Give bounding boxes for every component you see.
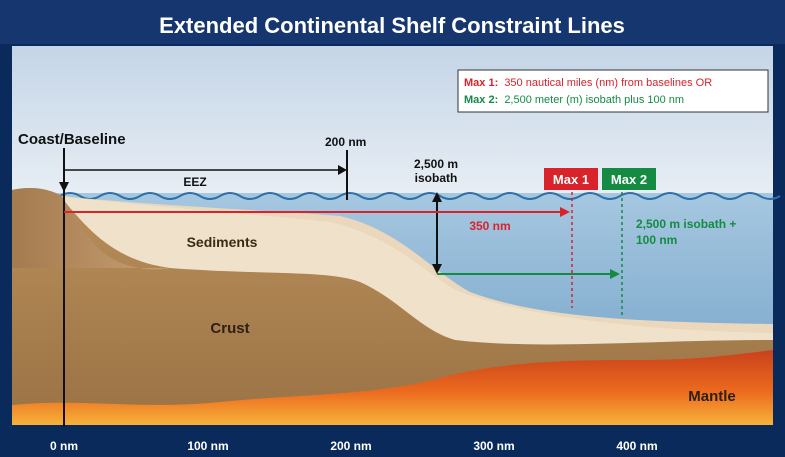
isobath-label-line2: isobath <box>415 171 458 185</box>
diagram-title: Extended Continental Shelf Constraint Li… <box>159 13 625 38</box>
axis-tick-200nm: 200 nm <box>330 439 371 453</box>
legend-max1-label: Max 1: <box>464 77 498 89</box>
max1-tag <box>544 168 598 190</box>
isobath-arrow-up <box>432 192 442 202</box>
coast-baseline-label: Coast/Baseline <box>18 131 126 148</box>
max2-note-line2: 100 nm <box>636 233 677 247</box>
coastal-land <box>12 188 170 270</box>
axis-tick-0nm: 0 nm <box>50 439 78 453</box>
max2-tag <box>602 168 656 190</box>
sea-surface-waves <box>59 192 781 200</box>
sky-area <box>12 46 773 196</box>
mantle-label: Mantle <box>688 388 736 405</box>
max2-tag-label: Max 2 <box>611 172 647 187</box>
eez-label: EEZ <box>183 175 206 189</box>
eez-arrowhead <box>338 165 347 175</box>
max1-tag-label: Max 1 <box>553 172 589 187</box>
title-bar <box>0 0 785 44</box>
crust-label: Crust <box>210 320 249 337</box>
axis-tick-100nm: 100 nm <box>187 439 228 453</box>
legend-max2: Max 2: 2,500 meter (m) isobath plus 100 … <box>464 94 684 106</box>
legend-max2-text: 2,500 meter (m) isobath plus 100 nm <box>504 94 684 106</box>
legend-box <box>457 69 769 113</box>
max1-arrowhead <box>560 207 570 217</box>
nm350-label: 350 nm <box>469 219 510 233</box>
isobath-label-line1: 2,500 m <box>414 157 458 171</box>
mantle-layer <box>12 350 773 425</box>
isobath-arrow-down <box>432 264 442 274</box>
legend-max1-text: 350 nautical miles (nm) from baselines O… <box>504 77 712 89</box>
axis-band <box>0 425 785 457</box>
baseline-arrowhead <box>59 182 69 192</box>
max2-note-line1: 2,500 m isobath + <box>636 217 736 231</box>
axis-tick-400nm: 400 nm <box>616 439 657 453</box>
axis-tick-300nm: 300 nm <box>473 439 514 453</box>
legend-max2-label: Max 2: <box>464 94 498 106</box>
sediments-label: Sediments <box>187 234 258 250</box>
max2-arrowhead <box>610 269 620 279</box>
legend-max1: Max 1: 350 nautical miles (nm) from base… <box>464 77 712 89</box>
nm200-marker-label: 200 nm <box>325 135 366 149</box>
